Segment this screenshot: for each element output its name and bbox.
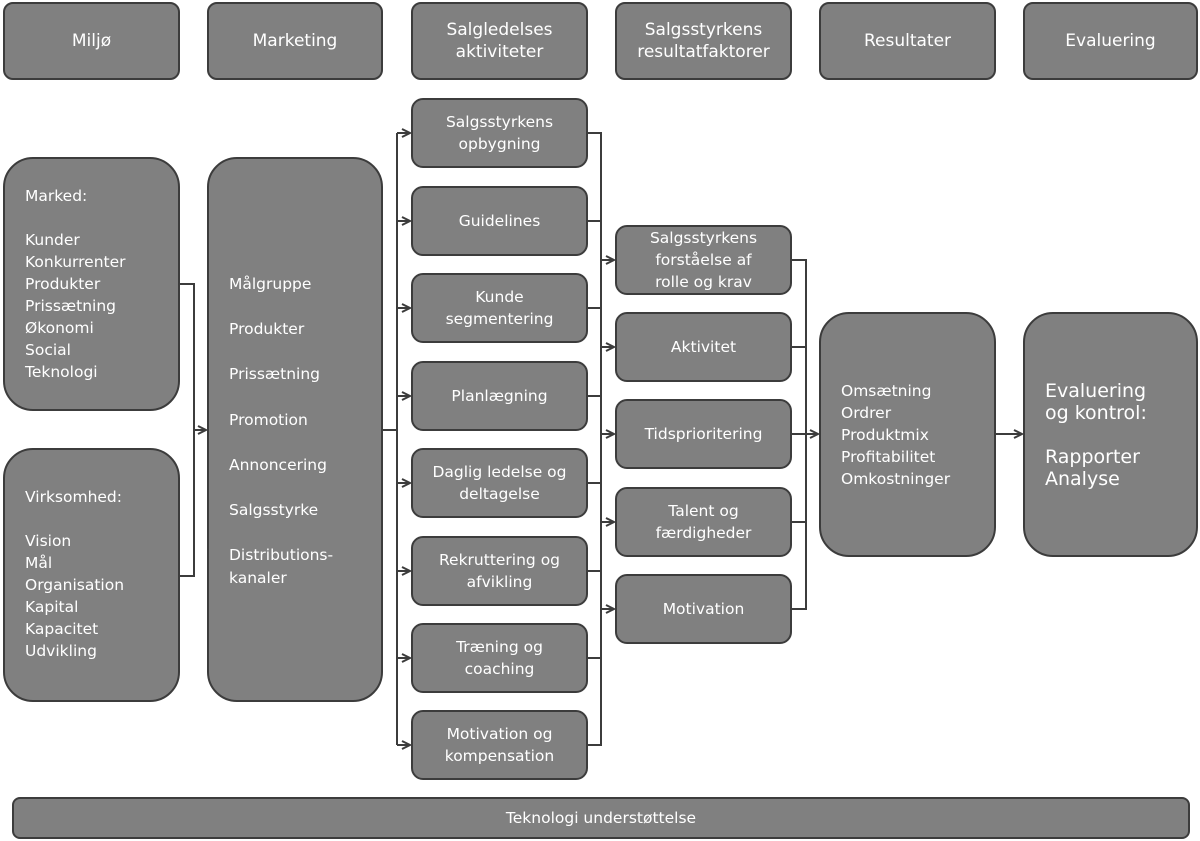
evaluation-line: Analyse: [1045, 468, 1120, 490]
market-line: Marked:: [25, 187, 88, 205]
marketing-line: Distributions-: [229, 546, 334, 565]
activity-label: Daglig ledelse og deltagelse: [432, 463, 567, 503]
marketing-line: [229, 386, 381, 409]
market-line: Prissætning: [25, 297, 116, 315]
header-label: Salgsstyrkens resultatfaktorer: [637, 20, 770, 62]
marketing-line: [229, 476, 381, 499]
activity-guidelines: Guidelines: [411, 186, 588, 256]
activity-motivation-kompensation: Motivation og kompensation: [411, 710, 588, 780]
connector-market: [180, 283, 195, 577]
factor-tidsprioritering: Tidsprioritering: [615, 399, 792, 469]
company-line: Udvikling: [25, 642, 97, 660]
market-line: Produkter: [25, 275, 101, 293]
factor-label: Talent og færdigheder: [655, 502, 752, 542]
activity-label: Planlægning: [451, 387, 548, 405]
marketing-line: [229, 341, 381, 364]
header-label: Resultater: [863, 31, 952, 51]
activity-label: Salgsstyrkens opbygning: [445, 113, 554, 153]
factor-label: Motivation: [662, 600, 745, 618]
header-salgledelses-aktiviteter: Salgledelses aktiviteter: [411, 2, 588, 80]
result-line: Produktmix: [841, 426, 929, 444]
connector-activities-out: [588, 132, 602, 746]
market-line: Økonomi: [25, 319, 94, 337]
evaluation-line: [1045, 424, 1196, 446]
activity-daglig-ledelse: Daglig ledelse og deltagelse: [411, 448, 588, 518]
header-label: Salgledelses aktiviteter: [446, 20, 553, 62]
marketing-line: [229, 431, 381, 454]
evaluation-line: Evaluering: [1045, 380, 1147, 402]
factor-rolleforstaaelse: Salgsstyrkens forståelse af rolle og kra…: [615, 225, 792, 295]
activity-traening-coaching: Træning og coaching: [411, 623, 588, 693]
header-marketing: Marketing: [207, 2, 383, 80]
market-line: Konkurrenter: [25, 253, 126, 271]
activity-label: Rekruttering og afvikling: [438, 551, 561, 591]
result-line: Ordrer: [841, 404, 892, 422]
company-line: Vision: [25, 532, 72, 550]
activity-label: Træning og coaching: [456, 638, 543, 678]
marketing-line: Prissætning: [229, 365, 320, 384]
company-box: Virksomhed: Vision Mål Organisation Kapi…: [3, 448, 180, 702]
factor-motivation: Motivation: [615, 574, 792, 644]
marketing-line: Produkter: [229, 320, 305, 339]
market-line: Social: [25, 341, 71, 359]
header-resultatfaktorer: Salgsstyrkens resultatfaktorer: [615, 2, 792, 80]
results-box: Omsætning Ordrer Produktmix Profitabilit…: [819, 312, 996, 557]
marketing-line: [229, 296, 381, 319]
activity-label: Motivation og kompensation: [444, 725, 555, 765]
header-label: Evaluering: [1065, 31, 1156, 51]
marketing-line: Salgsstyrke: [229, 500, 319, 519]
footer-label: Teknologi understøttelse: [505, 809, 697, 827]
company-line: Kapacitet: [25, 620, 99, 638]
company-line: Kapital: [25, 598, 79, 616]
marketing-box: Målgruppe Produkter Prissætning Promotio…: [207, 157, 383, 702]
company-line: Mål: [25, 554, 53, 572]
market-box: Marked: Kunder Konkurrenter Produkter Pr…: [3, 157, 180, 411]
header-label: Marketing: [252, 31, 338, 51]
factor-label: Salgsstyrkens forståelse af rolle og kra…: [649, 229, 758, 291]
activity-kunde-segmentering: Kunde segmentering: [411, 273, 588, 343]
marketing-line: kanaler: [229, 568, 287, 587]
activity-label: Guidelines: [458, 212, 541, 230]
activity-rekruttering: Rekruttering og afvikling: [411, 536, 588, 606]
factor-talent: Talent og færdigheder: [615, 487, 792, 557]
evaluation-box: Evaluering og kontrol: Rapporter Analyse: [1023, 312, 1198, 557]
header-resultater: Resultater: [819, 2, 996, 80]
company-line: Organisation: [25, 576, 125, 594]
header-miljo: Miljø: [3, 2, 180, 80]
factor-label: Tidsprioritering: [644, 425, 763, 443]
market-line: Kunder: [25, 231, 80, 249]
footer-technology-support: Teknologi understøttelse: [12, 797, 1190, 839]
market-line: Teknologi: [25, 363, 98, 381]
company-line: Virksomhed:: [25, 488, 122, 506]
activity-label: Kunde segmentering: [445, 288, 554, 328]
header-label: Miljø: [71, 31, 112, 51]
result-line: Profitabilitet: [841, 448, 936, 466]
activity-planlaegning: Planlægning: [411, 361, 588, 431]
factor-label: Aktivitet: [670, 338, 737, 356]
header-evaluering: Evaluering: [1023, 2, 1198, 80]
company-line: [25, 508, 178, 530]
evaluation-line: og kontrol:: [1045, 402, 1147, 424]
result-line: Omsætning: [841, 382, 932, 400]
result-line: Omkostninger: [841, 470, 951, 488]
marketing-line: [229, 522, 381, 545]
evaluation-line: Rapporter: [1045, 446, 1140, 468]
market-line: [25, 207, 178, 229]
marketing-line: Målgruppe: [229, 275, 312, 293]
factor-aktivitet: Aktivitet: [615, 312, 792, 382]
marketing-line: Promotion: [229, 410, 308, 429]
activity-salgsstyrkens-opbygning: Salgsstyrkens opbygning: [411, 98, 588, 168]
marketing-line: Annoncering: [229, 455, 327, 474]
